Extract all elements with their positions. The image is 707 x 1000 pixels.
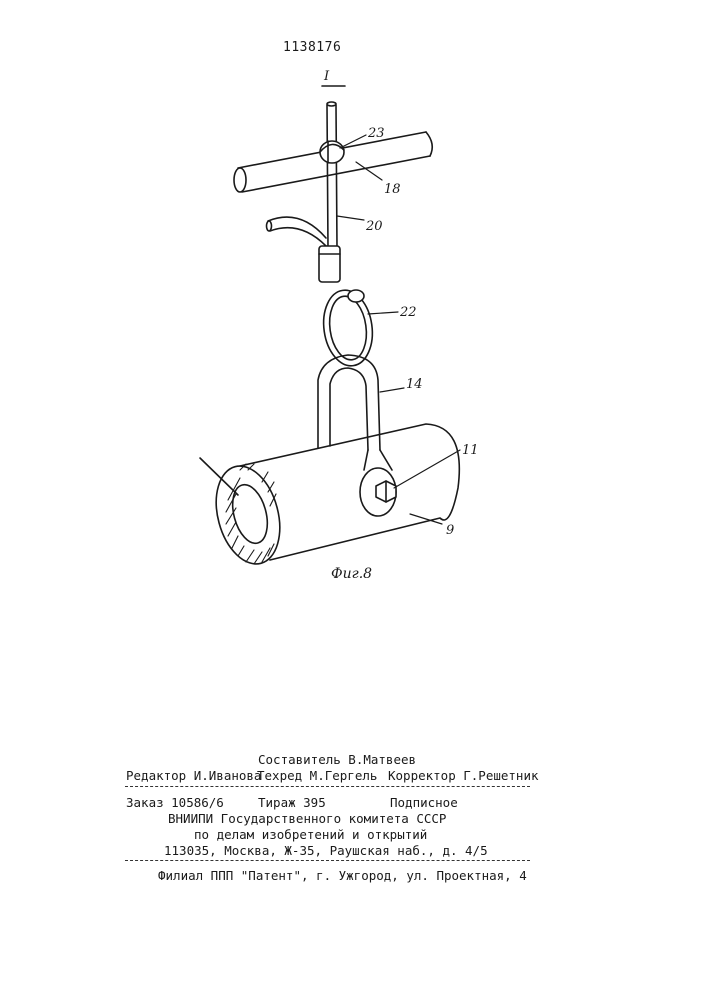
imprint-corrector: Корректор Г.Решетник — [388, 768, 539, 783]
label-20: 20 — [365, 219, 383, 234]
figure-caption: Фиг.8 — [331, 566, 372, 582]
label-11: 11 — [462, 443, 479, 458]
imprint-compiler: Составитель В.Матвеев — [258, 752, 416, 767]
leader-22 — [368, 312, 398, 314]
imprint-subscription: Подписное — [390, 795, 458, 810]
imprint-editor: Редактор И.Иванова — [126, 768, 261, 783]
hose — [268, 217, 326, 238]
imprint-address: 113035, Москва, Ж-35, Раушская наб., д. … — [164, 843, 488, 858]
label-22: 22 — [399, 305, 417, 320]
imprint-org1: ВНИИПИ Государственного комитета СССР — [168, 811, 446, 826]
leader-14 — [380, 388, 404, 392]
figure-8-drawing: I 23 18 20 22 14 11 9 — [0, 0, 707, 600]
imprint-org2: по делам изобретений и открытий — [194, 827, 427, 842]
imprint-circulation: Тираж 395 — [258, 795, 326, 810]
label-18: 18 — [384, 182, 401, 197]
view-label: I — [323, 69, 330, 84]
label-14: 14 — [406, 377, 423, 392]
label-9: 9 — [446, 523, 454, 538]
clamp — [320, 141, 344, 163]
label-23: 23 — [367, 126, 385, 141]
imprint-order: Заказ 10586/6 — [126, 795, 224, 810]
imprint-branch: Филиал ППП "Патент", г. Ужгород, ул. Про… — [158, 868, 527, 883]
imprint-divider-2 — [125, 860, 530, 861]
leader-20 — [337, 216, 364, 220]
sleeve — [319, 246, 340, 282]
imprint-divider-1 — [125, 786, 530, 787]
bolt — [376, 481, 396, 502]
ring — [319, 287, 377, 369]
imprint-techred: Техред М.Гергель — [257, 768, 377, 783]
leader-18 — [356, 162, 382, 180]
